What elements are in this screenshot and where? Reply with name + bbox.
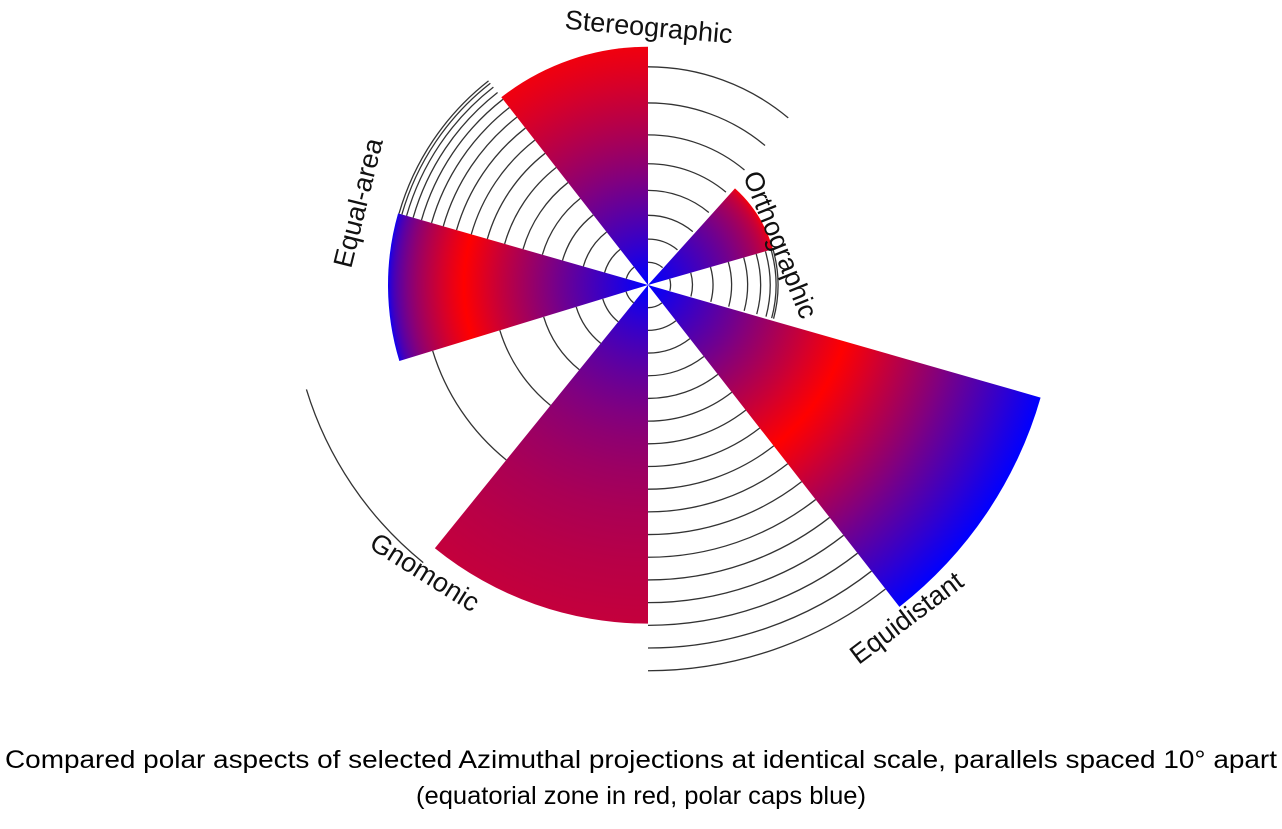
label-equal-area: Equal-area <box>328 134 389 270</box>
parallel-equidistant <box>647 338 691 354</box>
parallel-equal-area <box>420 98 504 221</box>
parallel-equal-area <box>561 214 594 261</box>
parallel-orthographic <box>764 251 771 317</box>
parallel-equal-area <box>455 127 526 231</box>
parallel-orthographic <box>690 272 694 297</box>
parallel-equidistant <box>647 427 761 468</box>
parallel-equal-area <box>412 91 498 218</box>
parallel-orthographic <box>770 249 777 319</box>
parallel-equidistant <box>647 356 705 377</box>
parallel-equidistant <box>647 463 789 513</box>
parallel-orthographic <box>727 261 733 307</box>
parallel-stereographic <box>647 261 664 269</box>
parallel-equidistant <box>647 588 886 672</box>
parallel-orthographic <box>669 278 672 292</box>
parallel-equal-area <box>522 182 569 250</box>
parallel-orthographic <box>709 266 714 302</box>
parallel-stereographic <box>647 238 678 251</box>
wedge-equal-area <box>388 213 648 362</box>
parallel-equal-area <box>504 166 557 245</box>
wedge-equidistant <box>648 285 1041 607</box>
parallel-equal-area <box>398 80 489 214</box>
parallel-equal-area <box>430 107 510 224</box>
parallel-gnomonic <box>625 291 635 304</box>
parallel-orthographic <box>743 257 749 311</box>
parallel-equal-area <box>486 152 546 240</box>
wedge-gnomonic <box>434 285 648 624</box>
parallel-equidistant <box>647 534 844 604</box>
parallel-equal-area <box>470 139 536 235</box>
parallel-stereographic <box>647 214 694 233</box>
parallel-stereographic <box>647 102 766 147</box>
parallel-gnomonic <box>499 330 551 406</box>
parallel-equal-area <box>603 248 621 273</box>
caption-line-1: Compared polar aspects of selected Azimu… <box>5 746 1277 774</box>
parallel-equidistant <box>647 516 830 581</box>
parallel-equidistant <box>647 373 719 400</box>
parallel-equidistant <box>647 570 872 649</box>
caption-line-2: (equatorial zone in red, polar caps blue… <box>416 782 866 810</box>
parallel-stereographic <box>647 66 789 119</box>
parallel-stereographic <box>647 189 710 214</box>
parallel-equidistant <box>647 320 677 332</box>
parallel-orthographic <box>755 253 762 315</box>
parallel-orthographic <box>772 248 779 319</box>
parallel-stereographic <box>647 134 745 171</box>
parallel-equidistant <box>647 552 858 626</box>
parallel-equal-area <box>541 197 581 255</box>
parallel-equidistant <box>647 409 747 445</box>
parallel-equal-area <box>405 86 494 216</box>
parallel-gnomonic <box>543 316 580 371</box>
parallel-equal-area <box>401 82 491 215</box>
parallel-gnomonic <box>575 306 602 344</box>
label-stereographic: Stereographic <box>564 5 734 50</box>
wedge-orthographic <box>648 188 773 285</box>
parallel-equidistant <box>647 445 775 490</box>
parallel-stereographic <box>647 163 727 193</box>
parallel-equal-area <box>442 116 518 227</box>
wedge-stereographic <box>501 46 648 285</box>
parallel-equidistant <box>647 302 663 309</box>
parallel-gnomonic <box>432 350 507 461</box>
parallel-gnomonic <box>305 389 424 564</box>
parallel-equal-area <box>625 266 635 279</box>
parallel-gnomonic <box>602 298 619 323</box>
parallel-equidistant <box>647 481 803 536</box>
parallel-equidistant <box>647 499 817 558</box>
parallel-equidistant <box>647 391 733 422</box>
parallel-equal-area <box>582 231 607 267</box>
